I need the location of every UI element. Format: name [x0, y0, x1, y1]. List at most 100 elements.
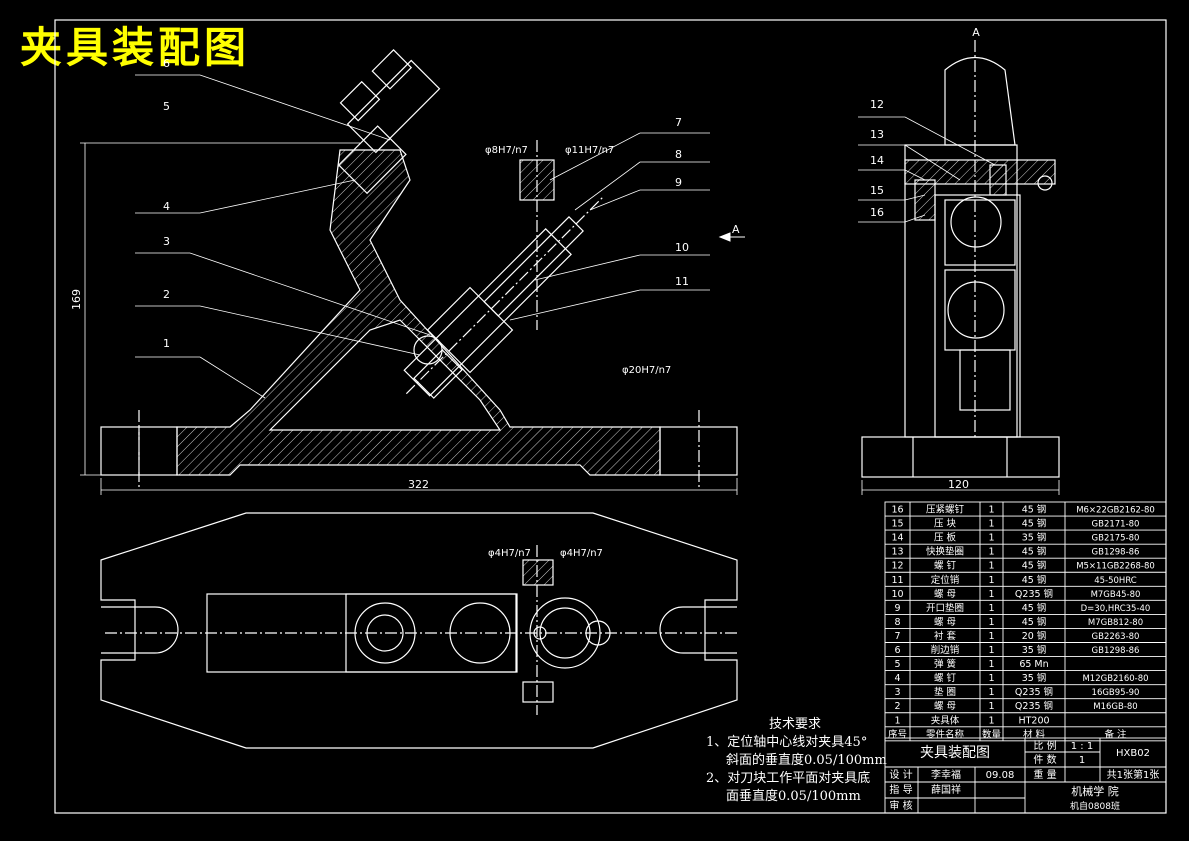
- side-screw: [914, 179, 936, 221]
- clamp-assembly: [339, 49, 441, 154]
- side-pin: [989, 164, 1007, 196]
- leaders-right: [509, 132, 710, 321]
- bom-cell: 1: [988, 673, 994, 684]
- tb-name: 夹具装配图: [920, 745, 990, 761]
- top-base-outline: [100, 512, 738, 749]
- bom-header-cell: 序号: [888, 728, 907, 740]
- bom-cell: 12: [891, 561, 903, 572]
- bom-cell: M7GB45-80: [1091, 590, 1141, 600]
- bom-cell: 1: [988, 561, 994, 572]
- tb-count-label: 件 数: [1033, 753, 1056, 766]
- leader-12: 12: [870, 98, 884, 111]
- front-view: [100, 49, 738, 490]
- side-bottom-boss: [959, 349, 1011, 411]
- bom-cell: 螺 母: [934, 617, 956, 628]
- screw-head: [337, 125, 407, 195]
- bom-cell: 45-50HRC: [1094, 576, 1137, 586]
- locating-shaft: [403, 195, 605, 397]
- bom-cell: HT200: [1018, 715, 1049, 726]
- bom-cell: GB2171-80: [1092, 520, 1140, 530]
- bom-cell: 45 钢: [1022, 560, 1047, 572]
- tb-guide: 薛国祥: [931, 783, 961, 796]
- tb-sheet: 共1张第1张: [1107, 768, 1160, 781]
- bom-cell: 3: [894, 687, 900, 698]
- bom-cell: M12GB2160-80: [1082, 674, 1148, 684]
- bom-cell: 螺 钉: [934, 673, 957, 684]
- fit-d8: φ8H7/n7: [485, 145, 528, 156]
- tb-count: 1: [1079, 755, 1085, 766]
- leader-15: 15: [870, 184, 884, 197]
- bom-cell: Q235 钢: [1015, 700, 1053, 712]
- bom-cell: M6×22GB2162-80: [1076, 506, 1155, 516]
- bom-cell: Q235 钢: [1015, 588, 1053, 600]
- tb-guide-label: 指 导: [889, 783, 912, 796]
- side-base: [861, 436, 1060, 478]
- leader-10: 10: [675, 241, 689, 254]
- bom-cell: 螺 钉: [934, 561, 957, 572]
- fit-d4b: φ4H7/n7: [560, 548, 603, 559]
- bom-cell: 螺 母: [934, 589, 956, 600]
- bom-cell: 弹 簧: [934, 658, 957, 670]
- bom-cell: 1: [988, 575, 994, 586]
- dim-length: [100, 478, 738, 495]
- side-view: [861, 40, 1060, 478]
- leader-11: 11: [675, 275, 689, 288]
- tb-designer: 李幸福: [931, 768, 961, 781]
- leader-2: 2: [163, 288, 170, 301]
- bom-cell: 16GB95-90: [1092, 688, 1140, 698]
- dim-length-label: 322: [408, 478, 429, 491]
- bom-cell: 45 钢: [1022, 546, 1047, 558]
- tb-review-label: 审 核: [889, 799, 912, 812]
- title-block: [884, 737, 1167, 814]
- tb-scale-label: 比 例: [1033, 739, 1056, 752]
- bom-cell: M5×11GB2268-80: [1076, 562, 1155, 572]
- bom-cell: 1: [988, 687, 994, 698]
- bom-cell: 螺 母: [934, 701, 956, 712]
- bom-cell: 11: [891, 575, 903, 586]
- bom-cell: 1: [988, 589, 994, 600]
- bom-cell: 垫 圈: [934, 686, 956, 698]
- dim-width-label: 120: [948, 478, 969, 491]
- leaders-side: [858, 116, 996, 223]
- bom-cell: 2: [894, 701, 900, 712]
- top-left-slot: [101, 606, 179, 654]
- tb-school: 机械学 院: [1071, 784, 1119, 798]
- bom-header-cell: 数量: [982, 728, 1002, 740]
- req-line1: 1、定位轴中心线对夹具45°: [706, 735, 868, 750]
- dim-height-label: 169: [70, 289, 83, 310]
- bom-cell: 压 块: [934, 518, 957, 530]
- drawing-title: 夹具装配图: [20, 23, 251, 72]
- leader-1: 1: [163, 337, 170, 350]
- section-label-side: A: [972, 26, 980, 39]
- tb-date: 09.08: [986, 770, 1015, 781]
- bom-cell: 1: [988, 533, 994, 544]
- bom-cell: 9: [894, 603, 900, 614]
- bom-header-cell: 材 料: [1023, 728, 1046, 740]
- bom-cell: 6: [894, 645, 900, 656]
- bom-cell: 4: [894, 673, 900, 684]
- tb-scale: 1 : 1: [1071, 741, 1093, 752]
- bom-cell: 1: [988, 617, 994, 628]
- section-arrow-a: [718, 232, 745, 242]
- top-view: [100, 512, 740, 749]
- leader-9: 9: [675, 176, 682, 189]
- leader-13: 13: [870, 128, 884, 141]
- bom-cell: 14: [891, 533, 903, 544]
- bom-cell: 13: [891, 547, 903, 558]
- bom-cell: 5: [894, 659, 900, 670]
- bom-cell: 10: [891, 589, 903, 600]
- bom-cell: 1: [894, 715, 900, 726]
- bom-cell: GB2175-80: [1092, 534, 1140, 544]
- section-label-front: A: [732, 223, 740, 236]
- bom-cell: 45 钢: [1022, 518, 1047, 530]
- dim-height: [80, 142, 360, 476]
- bom-cell: M16GB-80: [1093, 702, 1137, 712]
- fit-d4a: φ4H7/n7: [488, 548, 531, 559]
- bom-cell: 35 钢: [1022, 672, 1047, 684]
- bom-cell: 开口垫圈: [926, 602, 964, 614]
- bom-cell: GB1298-86: [1092, 548, 1140, 558]
- bom-cell: GB2263-80: [1092, 632, 1140, 642]
- bom-cell: 15: [891, 519, 903, 530]
- top-pin: [522, 681, 554, 703]
- bom-cell: 压 板: [934, 532, 957, 544]
